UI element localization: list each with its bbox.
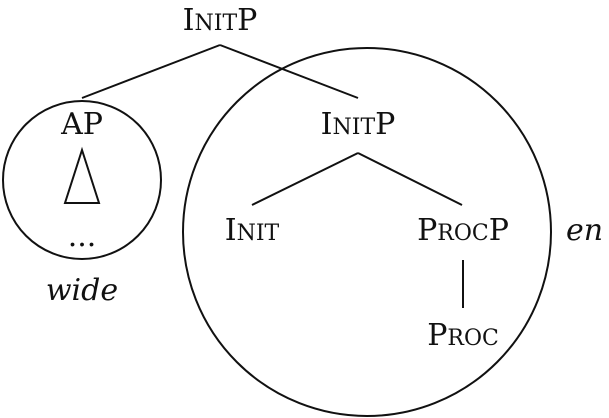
- annotation-en: en: [566, 213, 603, 248]
- edge-root-to-initp: [219, 44, 359, 99]
- node-root-initp: INITP: [183, 3, 258, 38]
- node-proc: PROC: [427, 318, 499, 353]
- ap-ellipsis: ...: [68, 219, 97, 254]
- node-procp: PROCP: [417, 213, 509, 248]
- edge-root-to-ap: [81, 44, 221, 99]
- edge-initp-to-init: [251, 152, 359, 206]
- node-inner-initp: INITP: [321, 107, 396, 142]
- ap-triangle: [63, 146, 101, 204]
- inner-initp-constituent-circle: [182, 47, 552, 417]
- annotation-wide: wide: [46, 273, 118, 308]
- node-ap: AP: [60, 107, 103, 142]
- ap-constituent-circle: [2, 100, 162, 260]
- node-init: INIT: [225, 213, 280, 248]
- edge-initp-to-procp: [357, 152, 463, 206]
